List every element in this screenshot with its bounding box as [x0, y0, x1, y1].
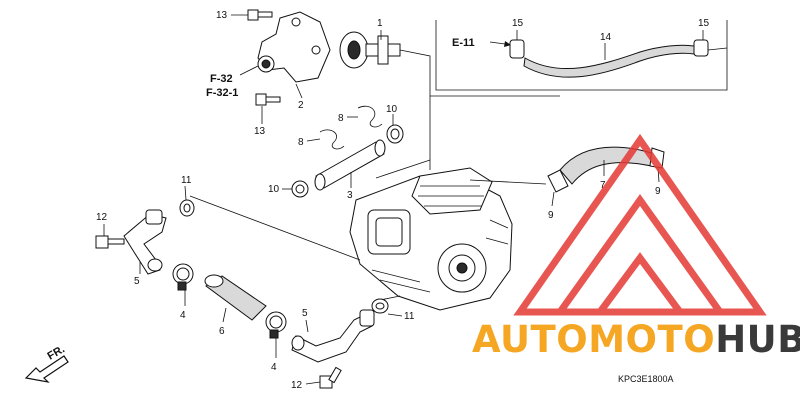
callout-5a: 5 [134, 276, 140, 287]
callout-15b: 15 [698, 18, 710, 29]
callout-10b: 10 [268, 184, 280, 195]
watermark: AUTOMOTOHUB [472, 133, 800, 361]
callout-11b: 11 [404, 311, 415, 322]
callout-14: 14 [600, 32, 612, 43]
arrow-icon [504, 41, 511, 47]
hose-6-icon [204, 274, 267, 321]
clip-15-right-icon [693, 39, 709, 57]
callout-8b: 8 [298, 137, 304, 148]
thermostat-cover [257, 11, 331, 83]
catalog-code: KPC3E1800A [618, 374, 674, 384]
watermark-logo-icon [513, 133, 767, 316]
pipe-5-bottom-icon [291, 309, 375, 363]
callout-10a: 10 [386, 104, 398, 115]
thermostat-icon [339, 31, 401, 69]
callout-8a: 8 [338, 113, 344, 124]
callout-7: 7 [600, 180, 606, 191]
callout-13a: 13 [216, 10, 228, 21]
callout-3: 3 [347, 190, 353, 201]
engine-block [349, 167, 513, 311]
clip-9-left-icon [547, 169, 569, 193]
clip-8-mid-icon [319, 129, 345, 150]
callout-11a: 11 [181, 175, 192, 186]
ref-f321-label: F-32-1 [206, 87, 238, 99]
callout-2: 2 [298, 100, 304, 111]
ref-f32-label: F-32 [210, 73, 233, 85]
inset-box: E-11 15 14 15 [435, 18, 728, 91]
watermark-text-part1: AUTOMOTO [472, 318, 715, 361]
watermark-text: AUTOMOTOHUB [472, 318, 800, 361]
clip-8-top-icon [357, 105, 383, 128]
pipe-5-left-icon [123, 209, 167, 275]
callout-4b: 4 [271, 362, 277, 373]
callout-9b: 9 [655, 186, 661, 197]
clamp-4-top-icon [172, 263, 194, 291]
ref-e11-label: E-11 [452, 37, 475, 49]
front-direction-indicator: FR. [24, 343, 69, 383]
callout-12a: 12 [96, 212, 108, 223]
callout-12b: 12 [291, 380, 303, 391]
clip-15-left-icon [509, 39, 525, 59]
callout-15a: 15 [512, 18, 524, 29]
bolt-12-left-icon [95, 235, 125, 249]
callout-9a: 9 [548, 210, 554, 221]
bolt-13-top-icon [247, 9, 273, 21]
callout-13b: 13 [254, 126, 266, 137]
callout-6: 6 [219, 326, 225, 337]
callout-4a: 4 [180, 310, 186, 321]
callout-5b: 5 [302, 308, 308, 319]
hose-14-small [509, 39, 709, 78]
callout-1: 1 [377, 18, 383, 29]
clamp-4-bottom-icon [265, 311, 287, 339]
watermark-text-part2: HUB [715, 318, 800, 361]
bolt-13-bottom-icon [255, 93, 281, 106]
pipe-3-icon [314, 139, 386, 191]
bolt-12-bottom-icon [319, 366, 342, 389]
front-arrow-icon [24, 355, 69, 383]
